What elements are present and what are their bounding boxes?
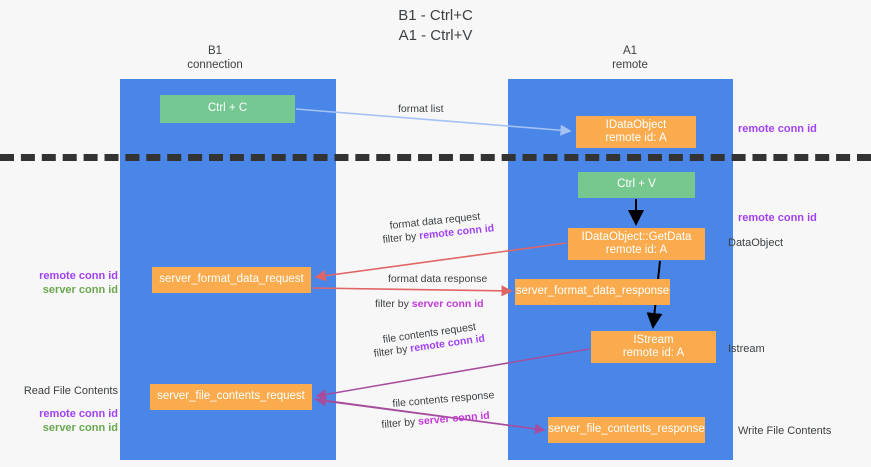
filter-token-server-conn-id: server conn id [411, 298, 484, 310]
node-ctrl-v-label: Ctrl + V [617, 178, 656, 191]
node-istream-remote-id: remote id: A [622, 347, 685, 359]
filter-prefix: filter by [375, 298, 412, 310]
node-idataobject-label: IDataObject [605, 118, 667, 131]
filter-prefix: filter by [382, 230, 420, 246]
annotation-remote-conn-id-top: remote conn id [738, 123, 817, 135]
title-line-1: B1 - Ctrl+C [398, 7, 473, 24]
node-idataobject-getdata[interactable]: IDataObject::GetData remote id: A [568, 228, 705, 260]
node-idataobject-remote-id: remote id: A [605, 132, 667, 144]
edge-label-format-data-response-filter: filter by server conn id [375, 298, 484, 311]
edge-label-file-contents-response: file contents response [392, 389, 495, 410]
filter-prefix: filter by [381, 415, 419, 431]
annotation-istream: Istream [728, 343, 765, 355]
annotation-read-file-contents: Read File Contents [23, 385, 118, 397]
node-server-file-contents-response[interactable]: server_file_contents_response [548, 417, 705, 443]
annotation-left-conn-ids-bottom: Read File Contents remote conn id server… [22, 384, 118, 435]
node-istream[interactable]: IStream remote id: A [591, 331, 716, 363]
wire-format-data-response [312, 285, 513, 297]
annotation-remote-conn-id-mid: remote conn id [738, 212, 817, 224]
column-header-b1: B1 connection [145, 44, 285, 72]
node-getdata-label: IDataObject::GetData [581, 230, 692, 243]
column-header-a1: A1 remote [545, 44, 715, 72]
node-ctrl-v[interactable]: Ctrl + V [578, 172, 695, 198]
annotation-left-server-conn-id-mid: server conn id [42, 284, 118, 296]
node-getdata-remote-id: remote id: A [605, 244, 668, 256]
node-server-file-contents-request[interactable]: server_file_contents_request [150, 384, 312, 410]
annotation-left-conn-ids-mid: remote conn id server conn id [22, 269, 118, 297]
node-server-format-data-response[interactable]: server_format_data_response [515, 279, 670, 305]
title-line-2: A1 - Ctrl+V [398, 27, 473, 44]
column-a1-name: A1 [622, 45, 638, 57]
annotation-left-server-conn-id-bottom: server conn id [42, 422, 118, 434]
annotation-left-remote-conn-id-bottom: remote conn id [39, 408, 118, 420]
node-istream-label: IStream [633, 333, 674, 346]
edge-label-format-list: format list [398, 103, 444, 115]
column-b1-name: B1 [207, 45, 223, 57]
node-idataobject[interactable]: IDataObject remote id: A [576, 116, 696, 148]
edge-label-file-contents-response-filter: filter by server conn id [381, 410, 490, 432]
filter-prefix: filter by [373, 342, 412, 360]
filter-token-server-conn-id: server conn id [417, 409, 491, 428]
node-server-format-data-request[interactable]: server_format_data_request [152, 267, 311, 293]
node-server-format-data-request-label: server_format_data_request [159, 273, 304, 286]
column-a1-role: remote [612, 59, 648, 71]
node-server-file-contents-request-label: server_file_contents_request [157, 390, 305, 403]
node-ctrl-c[interactable]: Ctrl + C [160, 95, 295, 123]
node-server-file-contents-response-label: server_file_contents_response [548, 423, 705, 436]
edge-label-format-data-response: format data response [388, 273, 488, 285]
annotation-dataobject: DataObject [728, 237, 784, 249]
column-b1-role: connection [187, 59, 243, 71]
divider-line [0, 154, 871, 161]
page-title: B1 - Ctrl+C A1 - Ctrl+V [0, 6, 871, 46]
annotation-left-remote-conn-id-mid: remote conn id [39, 270, 118, 282]
node-server-format-data-response-label: server_format_data_response [515, 285, 670, 298]
annotation-write-file-contents: Write File Contents [738, 425, 832, 437]
node-ctrl-c-label: Ctrl + C [207, 102, 248, 115]
